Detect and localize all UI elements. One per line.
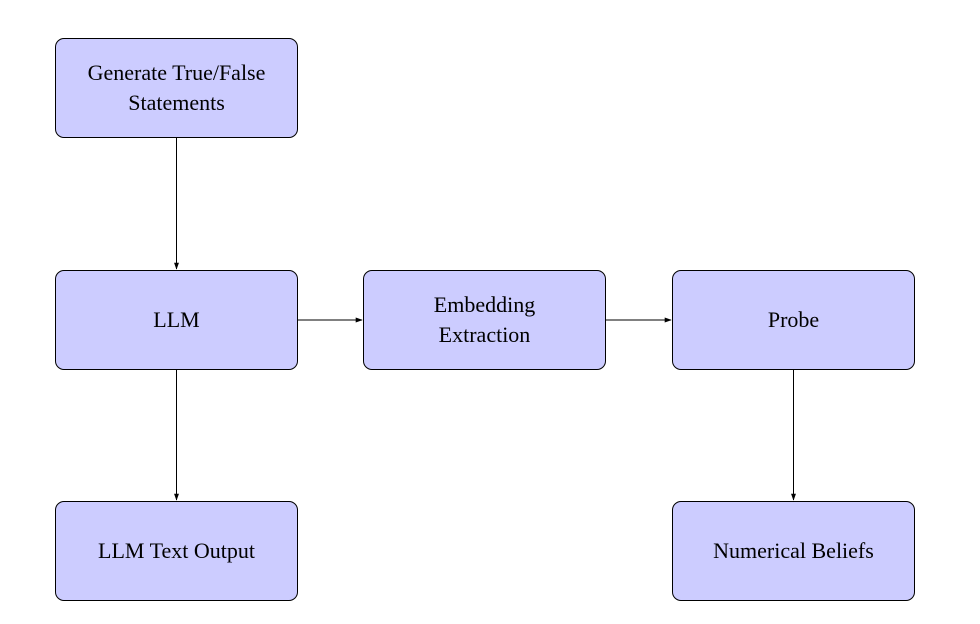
node-llm: LLM [55,270,298,370]
node-llm-text-output: LLM Text Output [55,501,298,601]
node-embedding-extraction: Embedding Extraction [363,270,606,370]
node-numerical-beliefs: Numerical Beliefs [672,501,915,601]
node-generate-statements: Generate True/False Statements [55,38,298,138]
node-probe: Probe [672,270,915,370]
